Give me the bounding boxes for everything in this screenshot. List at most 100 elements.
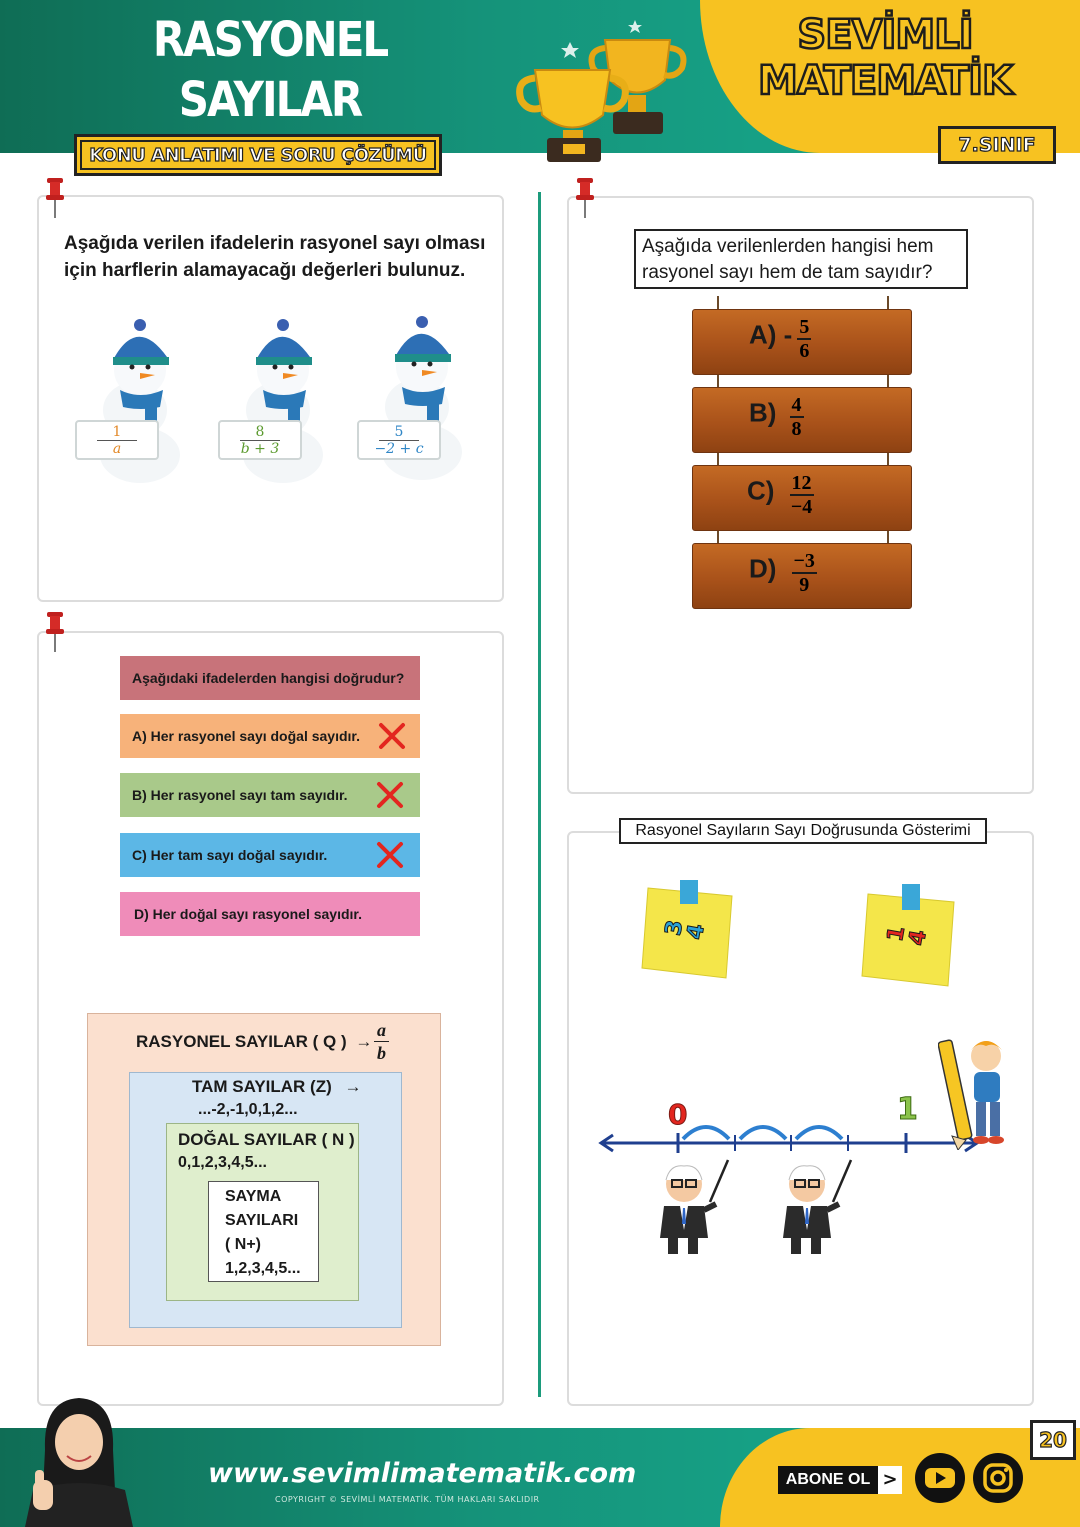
card-2-denominator: b + 3 bbox=[240, 441, 280, 457]
snowman-1: 1 a bbox=[75, 315, 185, 485]
set-rational-label: RASYONEL SAYILAR ( Q ) bbox=[136, 1032, 347, 1051]
set-rational-title: RASYONEL SAYILAR ( Q ) → bbox=[136, 1032, 372, 1052]
youtube-icon[interactable] bbox=[914, 1452, 966, 1504]
option-c-fraction: 12−4 bbox=[789, 472, 814, 518]
number-line-zero: 0 bbox=[667, 1098, 688, 1132]
page-title-line2: SAYILAR bbox=[178, 71, 363, 128]
teacher-avatar-icon bbox=[25, 1398, 133, 1527]
brand-line1: SEVİMLİ bbox=[796, 11, 975, 60]
teacher-pointing-icon bbox=[660, 1159, 730, 1254]
subtitle-badge: KONU ANLATIMI VE SORU ÇÖZÜMÜ bbox=[74, 134, 442, 176]
option-a-denominator: 6 bbox=[799, 340, 810, 362]
set-integer-label: TAM SAYILAR (Z) bbox=[192, 1077, 332, 1096]
sticky-note-icon bbox=[641, 880, 733, 979]
option-b-label: B) bbox=[749, 397, 777, 428]
set-integer-title: TAM SAYILAR (Z) → bbox=[192, 1077, 362, 1097]
set-natural-values: 0,1,2,3,4,5... bbox=[178, 1154, 267, 1171]
statement-d: D) Her doğal sayı rasyonel sayıdır. bbox=[120, 892, 420, 936]
set-counting-values: 1,2,3,4,5... bbox=[225, 1260, 301, 1277]
chevron-right-icon[interactable]: > bbox=[878, 1466, 902, 1494]
sticky-note-1-4: 1 4 bbox=[860, 884, 955, 988]
option-d-numerator: −3 bbox=[791, 550, 817, 574]
cross-mark-icon bbox=[377, 842, 403, 868]
sticky-note-3-4: 3 4 bbox=[640, 880, 735, 980]
number-line-one: 1 bbox=[897, 1092, 919, 1128]
set-counting-line2: SAYILARI bbox=[225, 1212, 299, 1229]
trophy-icon bbox=[516, 20, 687, 162]
pushpin-icon bbox=[46, 178, 64, 218]
number-line bbox=[598, 1125, 980, 1153]
option-d-label: D) bbox=[749, 553, 777, 584]
statement-a-text: A) Her rasyonel sayı doğal sayıdır. bbox=[132, 728, 360, 744]
copyright-text: COPYRIGHT © SEVİMLİ MATEMATİK. TÜM HAKLA… bbox=[275, 1495, 540, 1504]
subscribe-button[interactable]: ABONE OL bbox=[778, 1466, 878, 1494]
page-number: 20 bbox=[1030, 1420, 1076, 1460]
statement-c-text: C) Her tam sayı doğal sayıdır. bbox=[132, 847, 328, 863]
website-link[interactable]: www.sevimlimatematik.com bbox=[208, 1458, 637, 1489]
fraction-card-3: 5 −2 + c bbox=[357, 420, 441, 460]
brand-logo: SEVİMLİ MATEMATİK bbox=[755, 11, 1015, 106]
column-divider bbox=[538, 192, 541, 1397]
option-c-label: C) bbox=[747, 475, 775, 506]
card-3-numerator: 5 bbox=[379, 424, 419, 441]
card-1-numerator: 1 bbox=[97, 424, 137, 441]
fraction-card-1: 1 a bbox=[75, 420, 159, 460]
teacher-pointing-icon bbox=[783, 1159, 853, 1254]
snowman-3: 5 −2 + c bbox=[357, 312, 467, 482]
set-natural: DOĞAL SAYILAR ( N ) 0,1,2,3,4,5... SAYMA… bbox=[166, 1123, 359, 1301]
instagram-icon[interactable] bbox=[972, 1452, 1024, 1504]
note-1-fraction: 3 4 bbox=[661, 906, 711, 953]
arrow-right-icon: → bbox=[344, 1077, 362, 1096]
option-c-numerator: 12 bbox=[789, 472, 814, 496]
statement-a: A) Her rasyonel sayı doğal sayıdır. bbox=[120, 714, 420, 758]
set-integer: TAM SAYILAR (Z) → ...-2,-1,0,1,2... DOĞA… bbox=[129, 1072, 402, 1328]
sign-ropes bbox=[717, 296, 889, 544]
snowman-2: 8 b + 3 bbox=[218, 315, 328, 485]
set-integer-values: ...-2,-1,0,1,2... bbox=[198, 1101, 298, 1118]
statement-c: C) Her tam sayı doğal sayıdır. bbox=[120, 833, 420, 877]
set-natural-label: DOĞAL SAYILAR ( N ) bbox=[178, 1130, 355, 1149]
card-3-denominator: −2 + c bbox=[374, 441, 424, 457]
grade-badge: 7.SINIF bbox=[938, 126, 1056, 164]
option-c-denominator: −4 bbox=[790, 496, 813, 518]
sticky-note-icon bbox=[861, 884, 955, 987]
question-header-strip: Aşağıdaki ifadelerden hangisi doğrudur? bbox=[120, 656, 420, 700]
set-rational: RASYONEL SAYILAR ( Q ) → a b TAM SAYILAR… bbox=[87, 1013, 441, 1346]
option-a-label: A) - bbox=[749, 319, 793, 350]
option-b-numerator: 4 bbox=[789, 394, 804, 418]
cross-mark-icon bbox=[379, 723, 405, 749]
note-2-fraction: 1 4 bbox=[883, 912, 933, 959]
cross-mark-icon bbox=[377, 782, 403, 808]
brand-line2: MATEMATİK bbox=[757, 57, 1015, 106]
set-rational-fraction: a b bbox=[374, 1019, 389, 1064]
set-counting: SAYMA SAYILARI ( N+) 1,2,3,4,5... bbox=[208, 1181, 319, 1282]
pushpin-icon bbox=[46, 612, 64, 652]
option-sign-c: C) 12−4 bbox=[692, 465, 912, 531]
fraction-card-2: 8 b + 3 bbox=[218, 420, 302, 460]
option-d-denominator: 9 bbox=[799, 574, 810, 596]
fraction-b: b bbox=[377, 1043, 386, 1063]
card-1-denominator: a bbox=[112, 441, 122, 457]
kid-with-pencil-icon bbox=[938, 1039, 1004, 1150]
arrow-right-icon: → bbox=[355, 1032, 373, 1051]
option-c-content: C) 12−4 bbox=[747, 472, 814, 518]
page-title-line1: RASYONEL bbox=[152, 11, 389, 68]
fraction-a: a bbox=[374, 1019, 389, 1042]
pushpin-icon bbox=[576, 178, 594, 218]
option-b-denominator: 8 bbox=[791, 418, 802, 440]
set-counting-line3: ( N+) bbox=[225, 1236, 261, 1253]
number-line-title: Rasyonel Sayıların Sayı Doğrusunda Göste… bbox=[619, 818, 987, 844]
statement-b: B) Her rasyonel sayı tam sayıdır. bbox=[120, 773, 420, 817]
set-counting-line1: SAYMA bbox=[225, 1188, 282, 1205]
subtitle-text: KONU ANLATIMI VE SORU ÇÖZÜMÜ bbox=[80, 140, 436, 170]
statement-b-text: B) Her rasyonel sayı tam sayıdır. bbox=[132, 787, 348, 803]
